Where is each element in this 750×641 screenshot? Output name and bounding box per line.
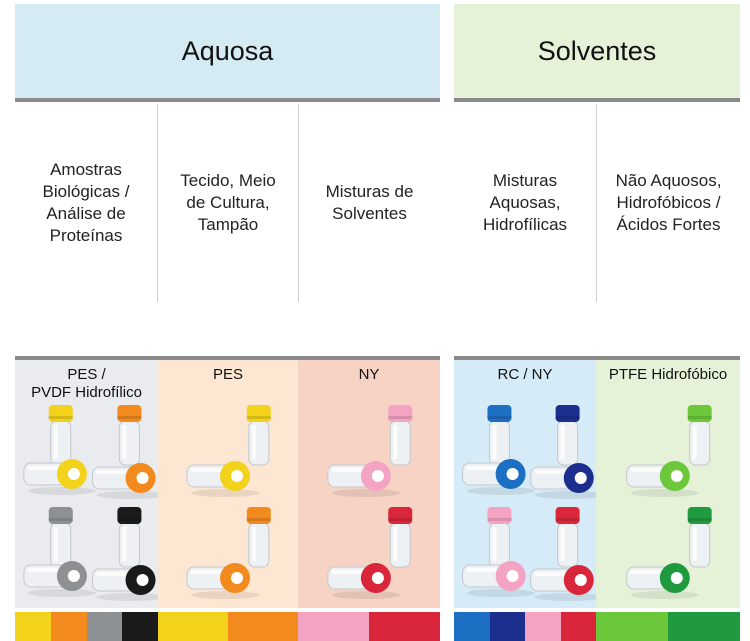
- upright-vial: [117, 405, 142, 466]
- product-panel: PTFE Hidrofóbico: [596, 360, 740, 608]
- color-swatch: [15, 612, 51, 641]
- color-swatch: [596, 612, 668, 641]
- lying-vial: [462, 459, 535, 495]
- color-swatch: [50, 612, 87, 641]
- color-swatch: [369, 612, 440, 641]
- lying-vial: [92, 463, 158, 499]
- group-header-solvents: Solventes: [454, 4, 740, 98]
- color-swatch: [298, 612, 369, 641]
- panel-label: PTFE Hidrofóbico: [608, 366, 728, 383]
- lying-vial: [462, 561, 535, 597]
- column-divider: [596, 104, 597, 302]
- upright-vial: [687, 405, 712, 466]
- color-swatch: [122, 612, 159, 641]
- lying-vial: [530, 565, 596, 601]
- upright-vial: [246, 507, 271, 568]
- panel-label: RC / NY: [497, 366, 553, 383]
- header-rule-aqueous: [15, 98, 440, 102]
- product-panel: RC / NY: [454, 360, 596, 608]
- panels-rule-aqueous: [15, 356, 440, 360]
- group-title-aqueous: Aquosa: [181, 35, 274, 66]
- upright-vial: [687, 507, 712, 568]
- color-swatch: [668, 612, 740, 641]
- lying-vial: [186, 563, 259, 599]
- group-title-solvents: Solventes: [537, 35, 657, 66]
- upright-vial: [555, 405, 580, 466]
- panels-rule-solvents: [454, 356, 740, 360]
- upright-vial: [117, 507, 142, 568]
- upright-vial: [246, 405, 271, 466]
- column-divider: [298, 104, 299, 302]
- vial-illustration: [626, 405, 712, 599]
- description-solvent-mixtures: Misturas de Solventes: [325, 182, 414, 223]
- upright-vial: [388, 405, 413, 466]
- panel-label: PES / PVDF Hidrofílico: [31, 366, 142, 401]
- color-swatch: [228, 612, 298, 641]
- color-swatch: [454, 612, 490, 641]
- vial-illustration: [186, 405, 271, 599]
- color-swatch: [86, 612, 123, 641]
- description-aqueous-mixtures: Misturas Aquosas, Hidrofílicas: [482, 171, 568, 234]
- product-panel: PES: [158, 360, 298, 608]
- vial-illustration: [327, 405, 413, 599]
- upright-vial: [487, 405, 512, 466]
- panel-label: PES: [212, 366, 243, 383]
- description-biological-samples: Amostras Biológicas / Análise de Proteín…: [42, 160, 130, 245]
- vial-illustration: [23, 405, 158, 601]
- column-divider: [157, 104, 158, 302]
- lying-vial: [92, 565, 158, 601]
- upright-vial: [487, 507, 512, 568]
- description-non-aqueous: Não Aquosos, Hidrofóbicos / Ácidos Forte…: [615, 171, 722, 234]
- lying-vial: [23, 561, 96, 597]
- upright-vial: [48, 405, 73, 466]
- lying-vial: [327, 461, 400, 497]
- description-tissue-culture: Tecido, Meio de Cultura, Tampão: [180, 171, 276, 234]
- group-header-aqueous: Aquosa: [15, 4, 440, 98]
- product-panel: PES / PVDF Hidrofílico: [15, 360, 158, 608]
- lying-vial: [626, 461, 699, 497]
- lying-vial: [626, 563, 699, 599]
- header-rule-solvents: [454, 98, 740, 102]
- upright-vial: [388, 507, 413, 568]
- vial-illustration: [462, 405, 596, 601]
- color-swatch: [158, 612, 228, 641]
- lying-vial: [530, 463, 596, 499]
- color-swatch: [560, 612, 597, 641]
- lying-vial: [327, 563, 400, 599]
- color-swatch: [489, 612, 526, 641]
- color-swatch: [525, 612, 561, 641]
- lying-vial: [186, 461, 259, 497]
- panel-label: NY: [358, 366, 380, 383]
- upright-vial: [555, 507, 580, 568]
- product-panel: NY: [298, 360, 440, 608]
- lying-vial: [23, 459, 96, 495]
- upright-vial: [48, 507, 73, 568]
